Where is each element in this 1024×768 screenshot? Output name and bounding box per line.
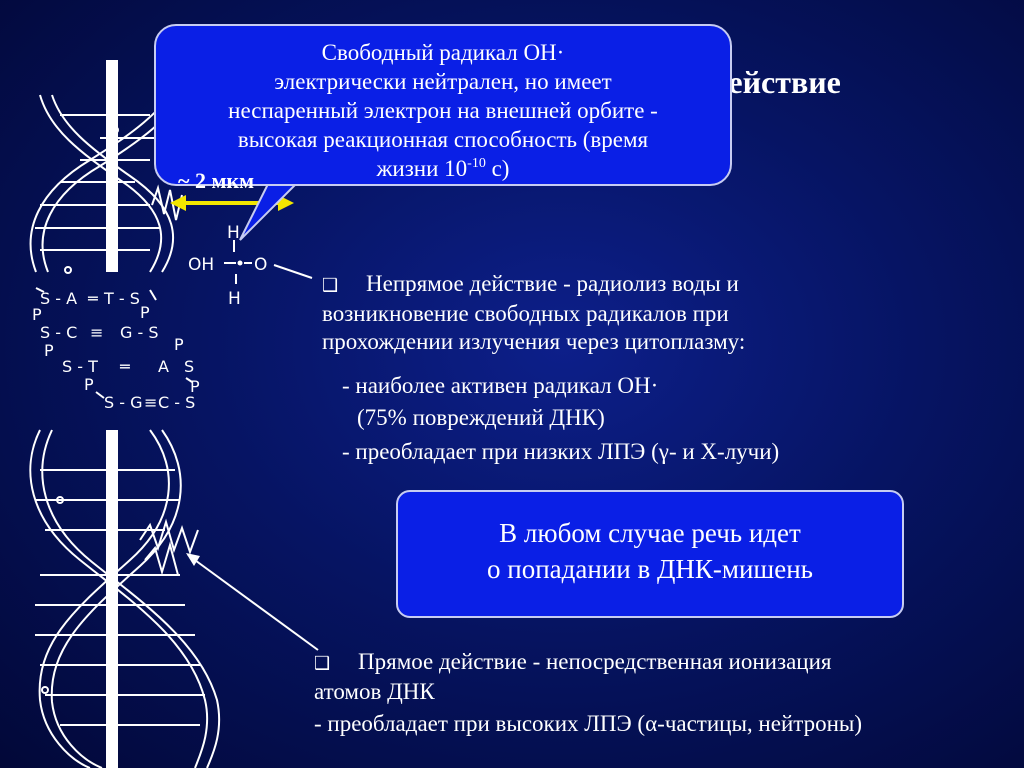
callout-exponent: -10 [467, 156, 486, 171]
damage-zigzag-upper [151, 184, 183, 221]
bp-2-right: G - S [120, 323, 159, 342]
dna-target-box: В любом случае речь идет о попадании в Д… [396, 490, 904, 618]
alpha-symbol: α [645, 711, 658, 736]
callout-line-4: высокая реакционная способность (время [237, 127, 649, 152]
callout-line-5-suffix: с) [485, 156, 510, 181]
water-h-bottom: H [228, 289, 241, 309]
radical-dot [237, 260, 243, 266]
phosphate-5: P [84, 375, 94, 394]
phosphate-2: P [140, 303, 150, 322]
direct-action-block: ❑ Прямое действие - непосредственная иони… [314, 648, 1014, 706]
side-s: S [184, 357, 194, 376]
phosphate-6: P [190, 377, 200, 396]
radical-dot-text: · [556, 40, 565, 65]
bp-3-right: A [158, 357, 169, 376]
callout-line-3: неспаренный электрон на внешней орбите - [228, 98, 658, 123]
callout-line-2: электрически нейтрален, но имеет [274, 69, 612, 94]
bp-2-bond: ≡ [90, 323, 103, 342]
indirect-sub-1: - наиболее активен радикал OH· [342, 373, 659, 398]
gamma-symbol: γ [658, 439, 669, 464]
direct-sub: - преобладает при высоких ЛПЭ (α-частицы… [314, 711, 862, 736]
phosphate-4: P [174, 335, 184, 354]
water-h-top: H [227, 223, 240, 243]
direct-pointer-arrowhead [186, 553, 200, 566]
indirect-line-1: Непрямое действие - радиолиз воды и [366, 271, 739, 296]
callout-line-1: Свободный радикал OH [321, 40, 557, 65]
indirect-line-3: прохождении излучения через цитоплазму: [322, 329, 746, 354]
indirect-sub-3: - преобладает при низких ЛПЭ (γ- и Х-луч… [342, 439, 780, 464]
target-line-1: В любом случае речь идет [499, 518, 801, 548]
water-oh-label: OH [188, 255, 214, 275]
bp-4-left: S - G [104, 393, 143, 412]
bp-1-right: T - S [103, 289, 140, 308]
damage-zigzag-lower-2 [144, 541, 179, 576]
radical-callout: Свободный радикал OH· электрически нейтр… [154, 24, 732, 186]
indirect-sub-2: (75% повреждений ДНК) [357, 405, 605, 430]
direct-line-1: Прямое действие - непосредственная иониз… [358, 649, 832, 674]
phosphate-3: P [44, 341, 54, 360]
water-o-label: O [254, 255, 267, 275]
phosphate-1: P [32, 305, 42, 324]
direct-pointer-line [187, 554, 319, 651]
distance-label: ~ 2 мкм [178, 168, 255, 193]
lower-helix-strands [29, 429, 221, 768]
indirect-pointer-line [273, 264, 313, 279]
target-line-2: о попадании в ДНК-мишень [487, 554, 813, 584]
bp-1-bond: ═ [87, 289, 98, 308]
direct-line-2: атомов ДНК [314, 679, 435, 704]
indirect-line-2: возникновение свободных радикалов при [322, 301, 729, 326]
bp-4-right: C - S [158, 393, 195, 412]
bp-3-left: S - T [62, 357, 98, 376]
bp-3-bond: ═ [119, 357, 130, 376]
helix-axis-upper [106, 60, 118, 272]
direct-bullet: ❑ [314, 653, 331, 674]
indirect-bullet: ❑ [322, 275, 339, 296]
damage-zigzag-lower [139, 518, 199, 556]
bp-2-left: S - C [40, 323, 77, 342]
base-pair-connectors [35, 287, 193, 399]
bp-4-bond: ≡ [144, 393, 157, 412]
helix-axis-lower [106, 430, 118, 768]
bp-1-left: S - A [40, 289, 77, 308]
callout-line-5-prefix: жизни 10 [376, 156, 468, 181]
distance-arrow-left [170, 195, 186, 211]
indirect-action-block: ❑ Непрямое действие - радиолиз воды и воз… [322, 270, 922, 356]
